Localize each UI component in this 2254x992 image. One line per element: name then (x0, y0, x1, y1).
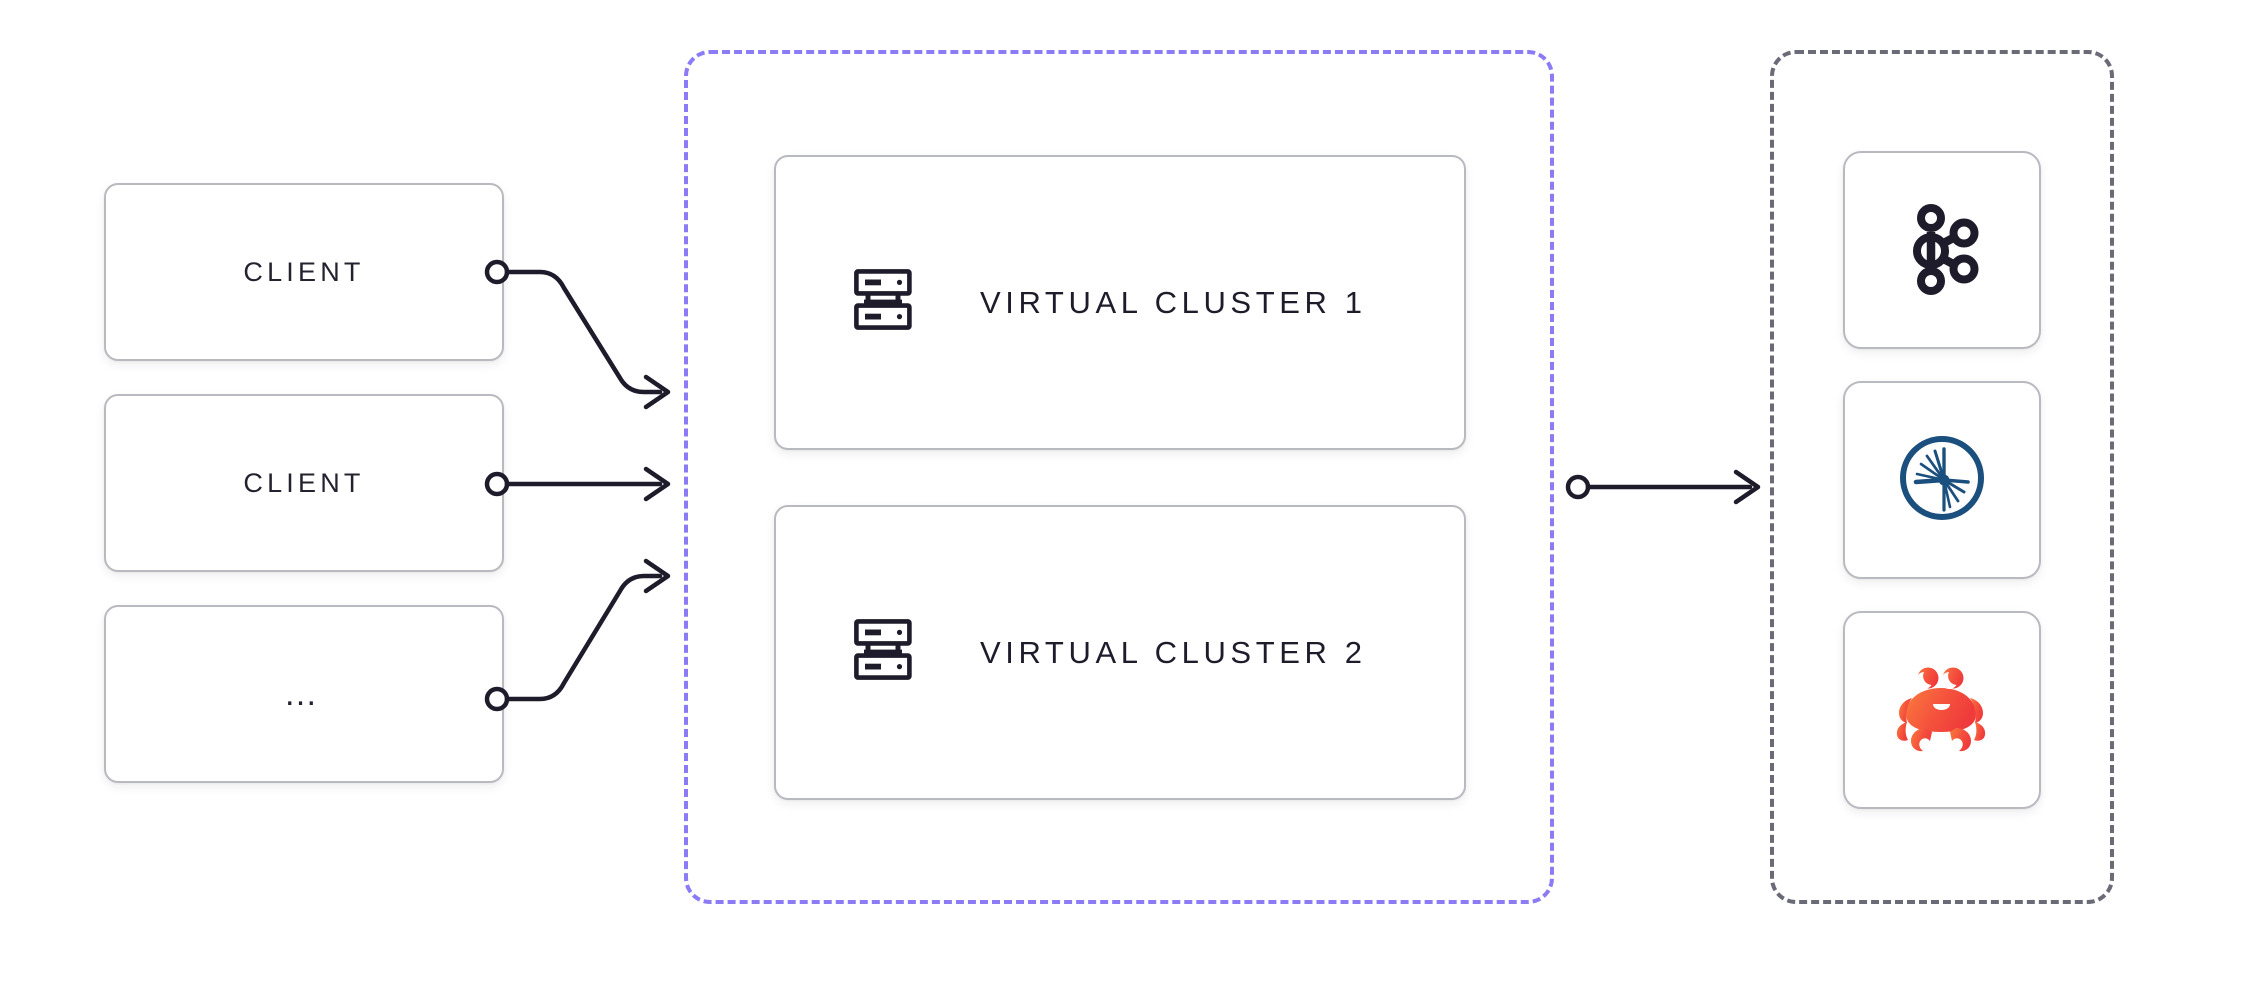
client-label: CLIENT (243, 256, 365, 287)
kafka-icon (1900, 201, 1984, 300)
virtual-cluster-label: VIRTUAL CLUSTER 1 (980, 284, 1367, 320)
client-ellipsis-label: … (283, 674, 325, 713)
server-rack-icon (854, 619, 912, 686)
virtual-cluster-card-2[interactable]: VIRTUAL CLUSTER 2 (774, 505, 1466, 800)
connector-cluster-to-backend (1565, 469, 1761, 505)
client-label: CLIENT (243, 467, 365, 498)
virtual-cluster-zone (684, 50, 1554, 904)
client-box-1[interactable]: CLIENT (104, 183, 504, 361)
virtual-cluster-label: VIRTUAL CLUSTER 2 (980, 634, 1367, 670)
client-box-2[interactable]: CLIENT (104, 394, 504, 572)
backend-zone (1770, 50, 2114, 904)
engine-tile-rust[interactable] (1843, 611, 2041, 809)
client-box-3[interactable]: … (104, 605, 504, 783)
server-rack-icon (854, 269, 912, 336)
engine-tile-trino[interactable] (1843, 381, 2041, 579)
engine-tile-kafka[interactable] (1843, 151, 2041, 349)
connector-client-1 (484, 259, 671, 410)
trino-icon (1894, 430, 1990, 531)
connector-client-3 (484, 558, 671, 712)
ferris-crab-icon (1890, 662, 1994, 759)
virtual-cluster-card-1[interactable]: VIRTUAL CLUSTER 1 (774, 155, 1466, 450)
connector-client-2 (484, 466, 671, 502)
